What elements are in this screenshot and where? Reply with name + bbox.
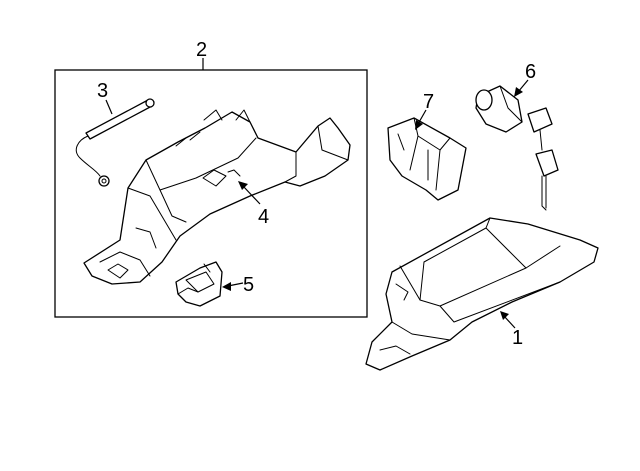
leader-line-7 bbox=[417, 109, 427, 125]
lock-bracket-part-5 bbox=[175, 261, 223, 307]
callout-1: 1 bbox=[512, 327, 523, 349]
callout-2: 2 bbox=[196, 39, 207, 61]
arrow-4 bbox=[238, 181, 248, 190]
arrow-5 bbox=[222, 282, 231, 291]
leader-line-1 bbox=[503, 315, 516, 329]
arrow-6 bbox=[514, 87, 523, 97]
arrow-1 bbox=[500, 311, 509, 320]
callout-3: 3 bbox=[97, 80, 108, 102]
glove-box-door-part-1 bbox=[365, 217, 599, 371]
assembly-frame bbox=[54, 69, 368, 318]
arrow-7 bbox=[415, 120, 423, 130]
leader-line-4 bbox=[242, 185, 261, 205]
callout-6: 6 bbox=[525, 61, 536, 83]
switch-part-7 bbox=[387, 117, 467, 201]
callout-5: 5 bbox=[243, 274, 254, 296]
lock-cylinder-part-6 bbox=[475, 85, 559, 211]
leader-line-3 bbox=[105, 99, 113, 115]
glove-box-housing-part-2 bbox=[83, 109, 351, 285]
damper-strut-part-3 bbox=[75, 98, 155, 187]
callout-7: 7 bbox=[423, 91, 434, 113]
callout-4: 4 bbox=[258, 206, 269, 228]
